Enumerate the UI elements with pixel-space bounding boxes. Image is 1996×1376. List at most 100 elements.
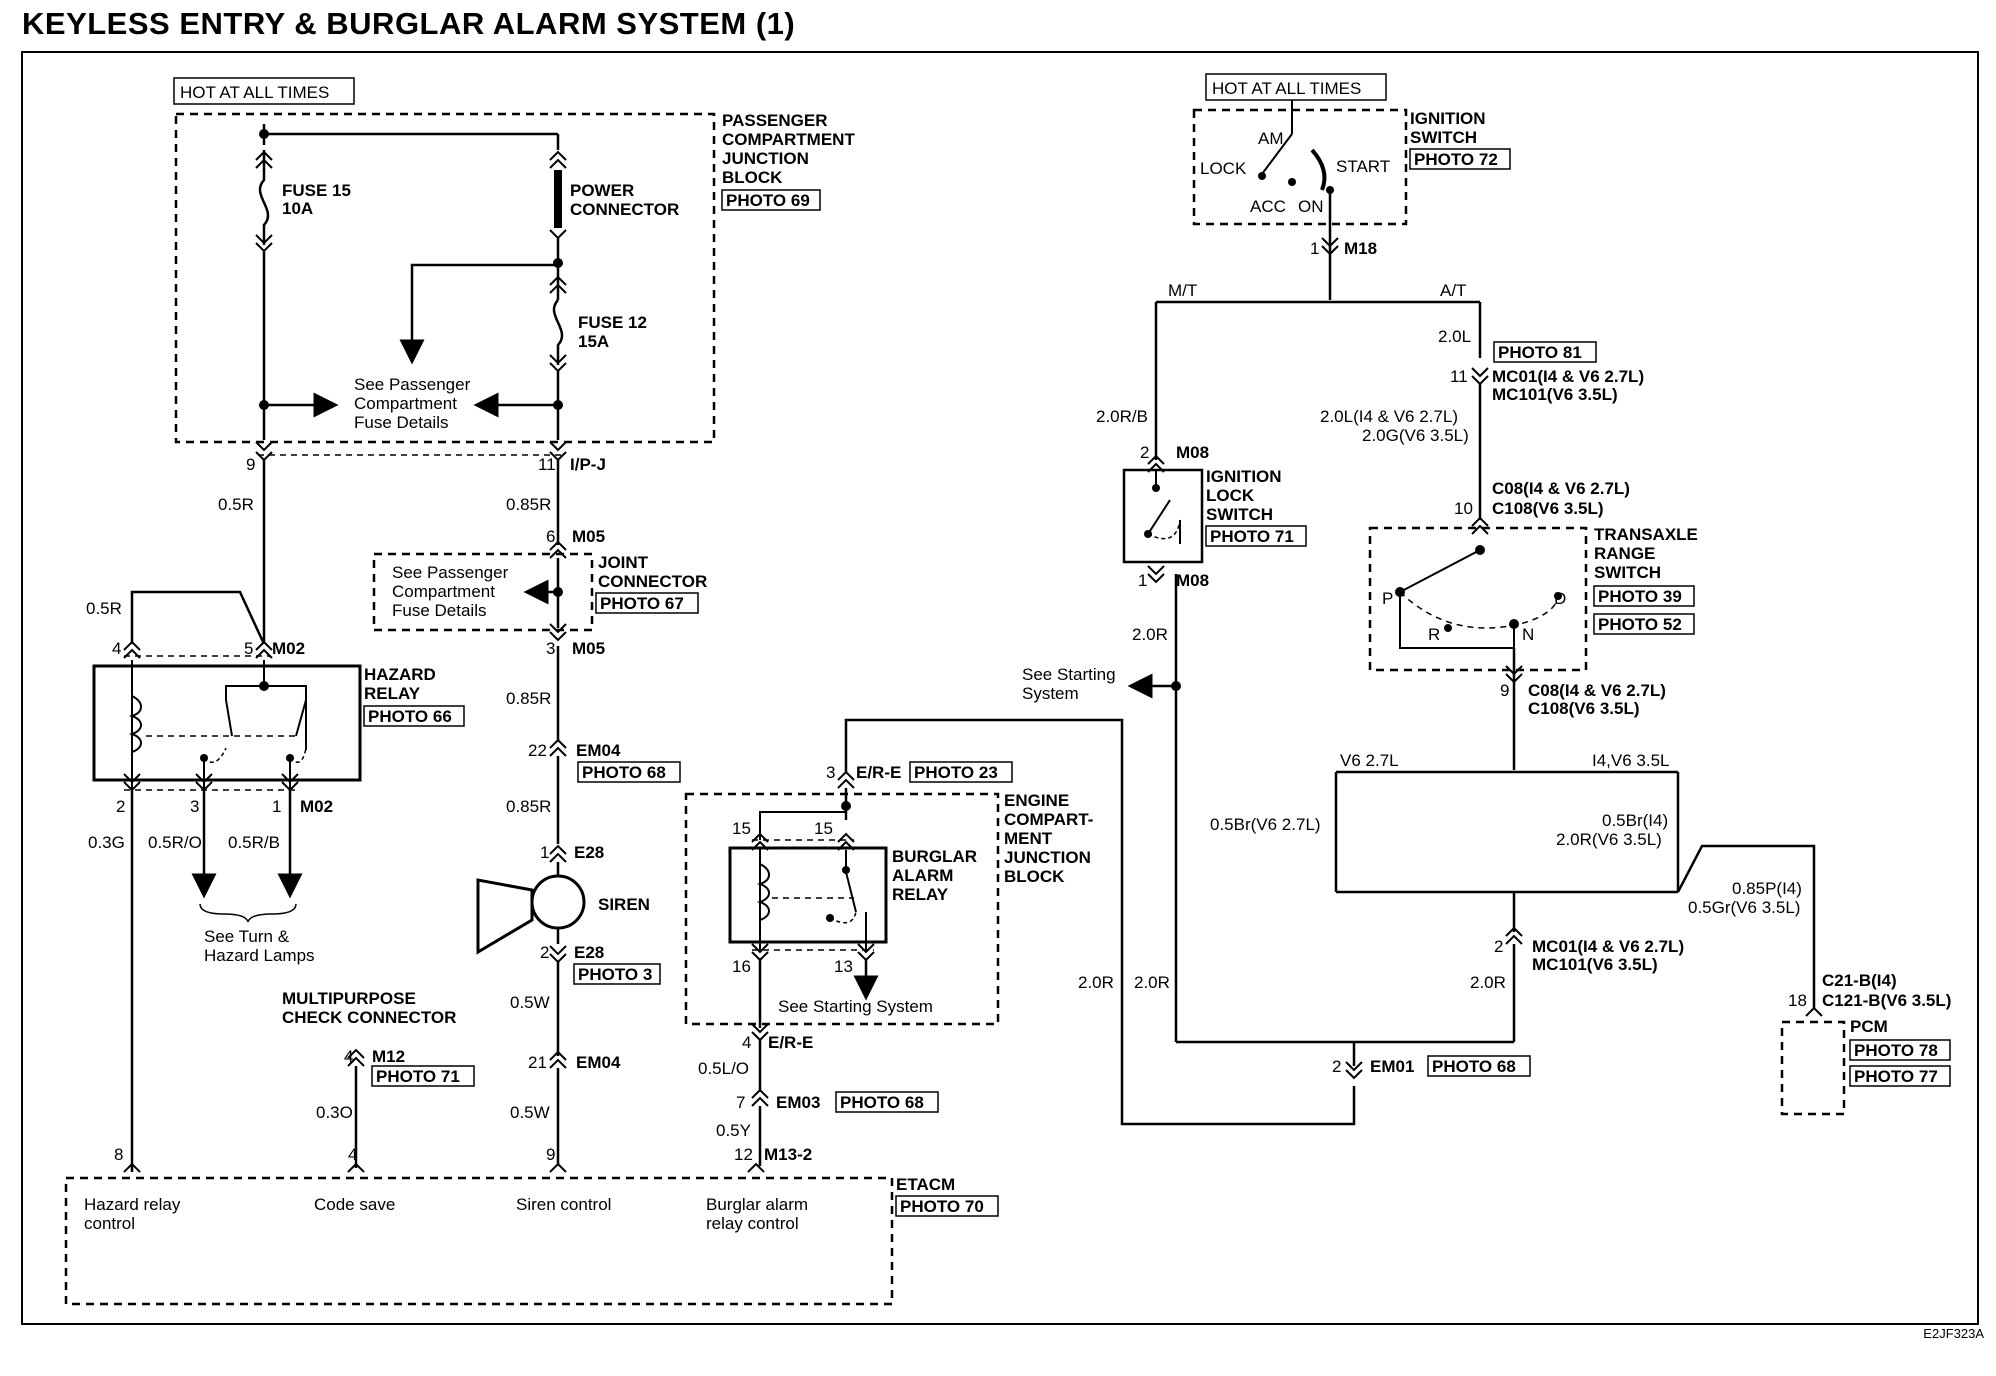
joint-connector-label2: CONNECTOR — [598, 572, 707, 591]
engine-junction-block — [684, 792, 1000, 1026]
mc01a-chevrons — [1471, 367, 1489, 386]
joint-connector-label1: JOINT — [598, 553, 649, 572]
photo70-label: PHOTO 70 — [900, 1197, 984, 1216]
wire-20r-b-label: 2.0R — [1078, 973, 1114, 992]
photo77-box — [1849, 1065, 1951, 1087]
em04b-chevrons — [549, 1050, 567, 1069]
photo3-box — [573, 963, 661, 985]
wire-05ro-label: 0.5R/O — [148, 833, 202, 852]
pin-2-mc01: 2 — [1494, 937, 1503, 956]
wire-085p-1: 0.85P(I4) — [1732, 879, 1802, 898]
wire-085r-c-label: 0.85R — [506, 797, 551, 816]
mt-label: M/T — [1168, 281, 1197, 300]
em04-label-a: EM04 — [576, 741, 621, 760]
hot-at-all-times-label-2: HOT AT ALL TIMES — [1212, 79, 1361, 98]
ign-switch-label1: IGNITION — [1410, 109, 1486, 128]
trs-arc — [1399, 591, 1559, 629]
junction-dot — [259, 681, 269, 691]
ign-am: AM — [1258, 129, 1284, 148]
wire-20l-multi-1: 2.0L(I4 & V6 2.7L) — [1320, 407, 1458, 426]
ecjb-line5: BLOCK — [1004, 867, 1065, 886]
pin-15-b: 15 — [814, 819, 833, 838]
hr-coil — [128, 695, 142, 753]
m02-label-b: M02 — [300, 797, 333, 816]
pin-2-m08: 2 — [1140, 443, 1149, 462]
pcm-chevrons — [1805, 1006, 1823, 1017]
etacm-burglar-2: relay control — [706, 1214, 799, 1233]
photo72-label: PHOTO 72 — [1414, 150, 1498, 169]
fuse15-label1: FUSE 15 — [282, 181, 351, 200]
trs-p: P — [1382, 589, 1393, 608]
br-top-chevrons — [751, 832, 855, 851]
photo23-label: PHOTO 23 — [914, 763, 998, 782]
power-connector-label2: CONNECTOR — [570, 200, 679, 219]
e28-label-a: E28 — [574, 843, 604, 862]
trs-label1: TRANSAXLE — [1594, 525, 1698, 544]
m08-label-a: M08 — [1176, 443, 1209, 462]
contact-dot — [842, 866, 850, 874]
wire-05br-b-2: 2.0R(V6 3.5L) — [1556, 830, 1662, 849]
trs-blade — [1399, 549, 1481, 593]
m05-label-b: M05 — [572, 639, 605, 658]
photo70-box — [895, 1195, 999, 1217]
photo69-label: PHOTO 69 — [726, 191, 810, 210]
burglar-relay-label3: RELAY — [892, 885, 949, 904]
wire-03g-label: 0.3G — [88, 833, 125, 852]
hr-arc1 — [203, 747, 227, 763]
em03-label: EM03 — [776, 1093, 820, 1112]
trs-n: N — [1522, 625, 1534, 644]
hr-arc2 — [289, 747, 307, 763]
pin-4-etacm: 4 — [348, 1145, 357, 1164]
junction-dot — [553, 258, 563, 268]
wire-05y-label: 0.5Y — [716, 1121, 751, 1140]
wire-085p-2: 0.5Gr(V6 3.5L) — [1688, 898, 1800, 917]
passenger-junction-block — [174, 112, 716, 444]
ipj-chevrons — [255, 441, 567, 462]
contact-dot — [1554, 592, 1562, 600]
pin-4-hr: 4 — [112, 639, 121, 658]
see-pcfd-1: See Passenger — [354, 375, 471, 394]
ign-lock: LOCK — [1200, 159, 1247, 178]
mpcc-label2: CHECK CONNECTOR — [282, 1008, 456, 1027]
wire-20r-a-label: 2.0R — [1132, 625, 1168, 644]
c121b-label: C121-B(V6 3.5L) — [1822, 991, 1951, 1010]
photo3-label: PHOTO 3 — [578, 965, 652, 984]
fuse12-symbol — [552, 299, 564, 365]
photo39-box — [1593, 585, 1695, 607]
fuse12-label1: FUSE 12 — [578, 313, 647, 332]
photo71b-label: PHOTO 71 — [1210, 527, 1294, 546]
m18-label: M18 — [1344, 239, 1377, 258]
pin-18: 18 — [1788, 991, 1807, 1010]
ign-blade — [1261, 133, 1293, 175]
em01-chevrons — [1345, 1061, 1363, 1080]
em04-label-b: EM04 — [576, 1053, 621, 1072]
see-pcfd-3: Fuse Details — [354, 413, 448, 432]
photo66-label: PHOTO 66 — [368, 707, 452, 726]
photo52-label: PHOTO 52 — [1598, 615, 1682, 634]
m12-chevrons — [347, 1048, 365, 1067]
ign-acc: ACC — [1250, 197, 1286, 216]
photo71b-box — [1205, 525, 1307, 547]
ign-switch-label2: SWITCH — [1410, 128, 1477, 147]
hr-int-4 — [225, 699, 233, 737]
c108-label-a: C108(V6 3.5L) — [1492, 499, 1604, 518]
wire-20l-label: 2.0L — [1438, 327, 1471, 346]
pin-7: 7 — [736, 1093, 745, 1112]
photo68a-box — [577, 761, 681, 783]
junction-dot — [841, 801, 851, 811]
page-title: KEYLESS ENTRY & BURGLAR ALARM SYSTEM (1) — [22, 6, 796, 41]
m18-chevrons — [1321, 237, 1339, 256]
ecjb-line1: ENGINE — [1004, 791, 1069, 810]
ipj-label: I/P-J — [570, 455, 606, 474]
contact-dot — [1152, 484, 1160, 492]
wire-05w-b-label: 0.5W — [510, 1103, 550, 1122]
mpcc-label1: MULTIPURPOSE — [282, 989, 416, 1008]
photo69-box — [721, 189, 821, 211]
em03-chevrons — [751, 1088, 769, 1107]
m05-chevrons — [549, 540, 567, 559]
m12-label: M12 — [372, 1047, 405, 1066]
burglar-relay-box — [728, 846, 888, 944]
ign-lock-label1: IGNITION — [1206, 467, 1282, 486]
etacm-code: Code save — [314, 1195, 395, 1214]
br-arc — [829, 911, 857, 924]
